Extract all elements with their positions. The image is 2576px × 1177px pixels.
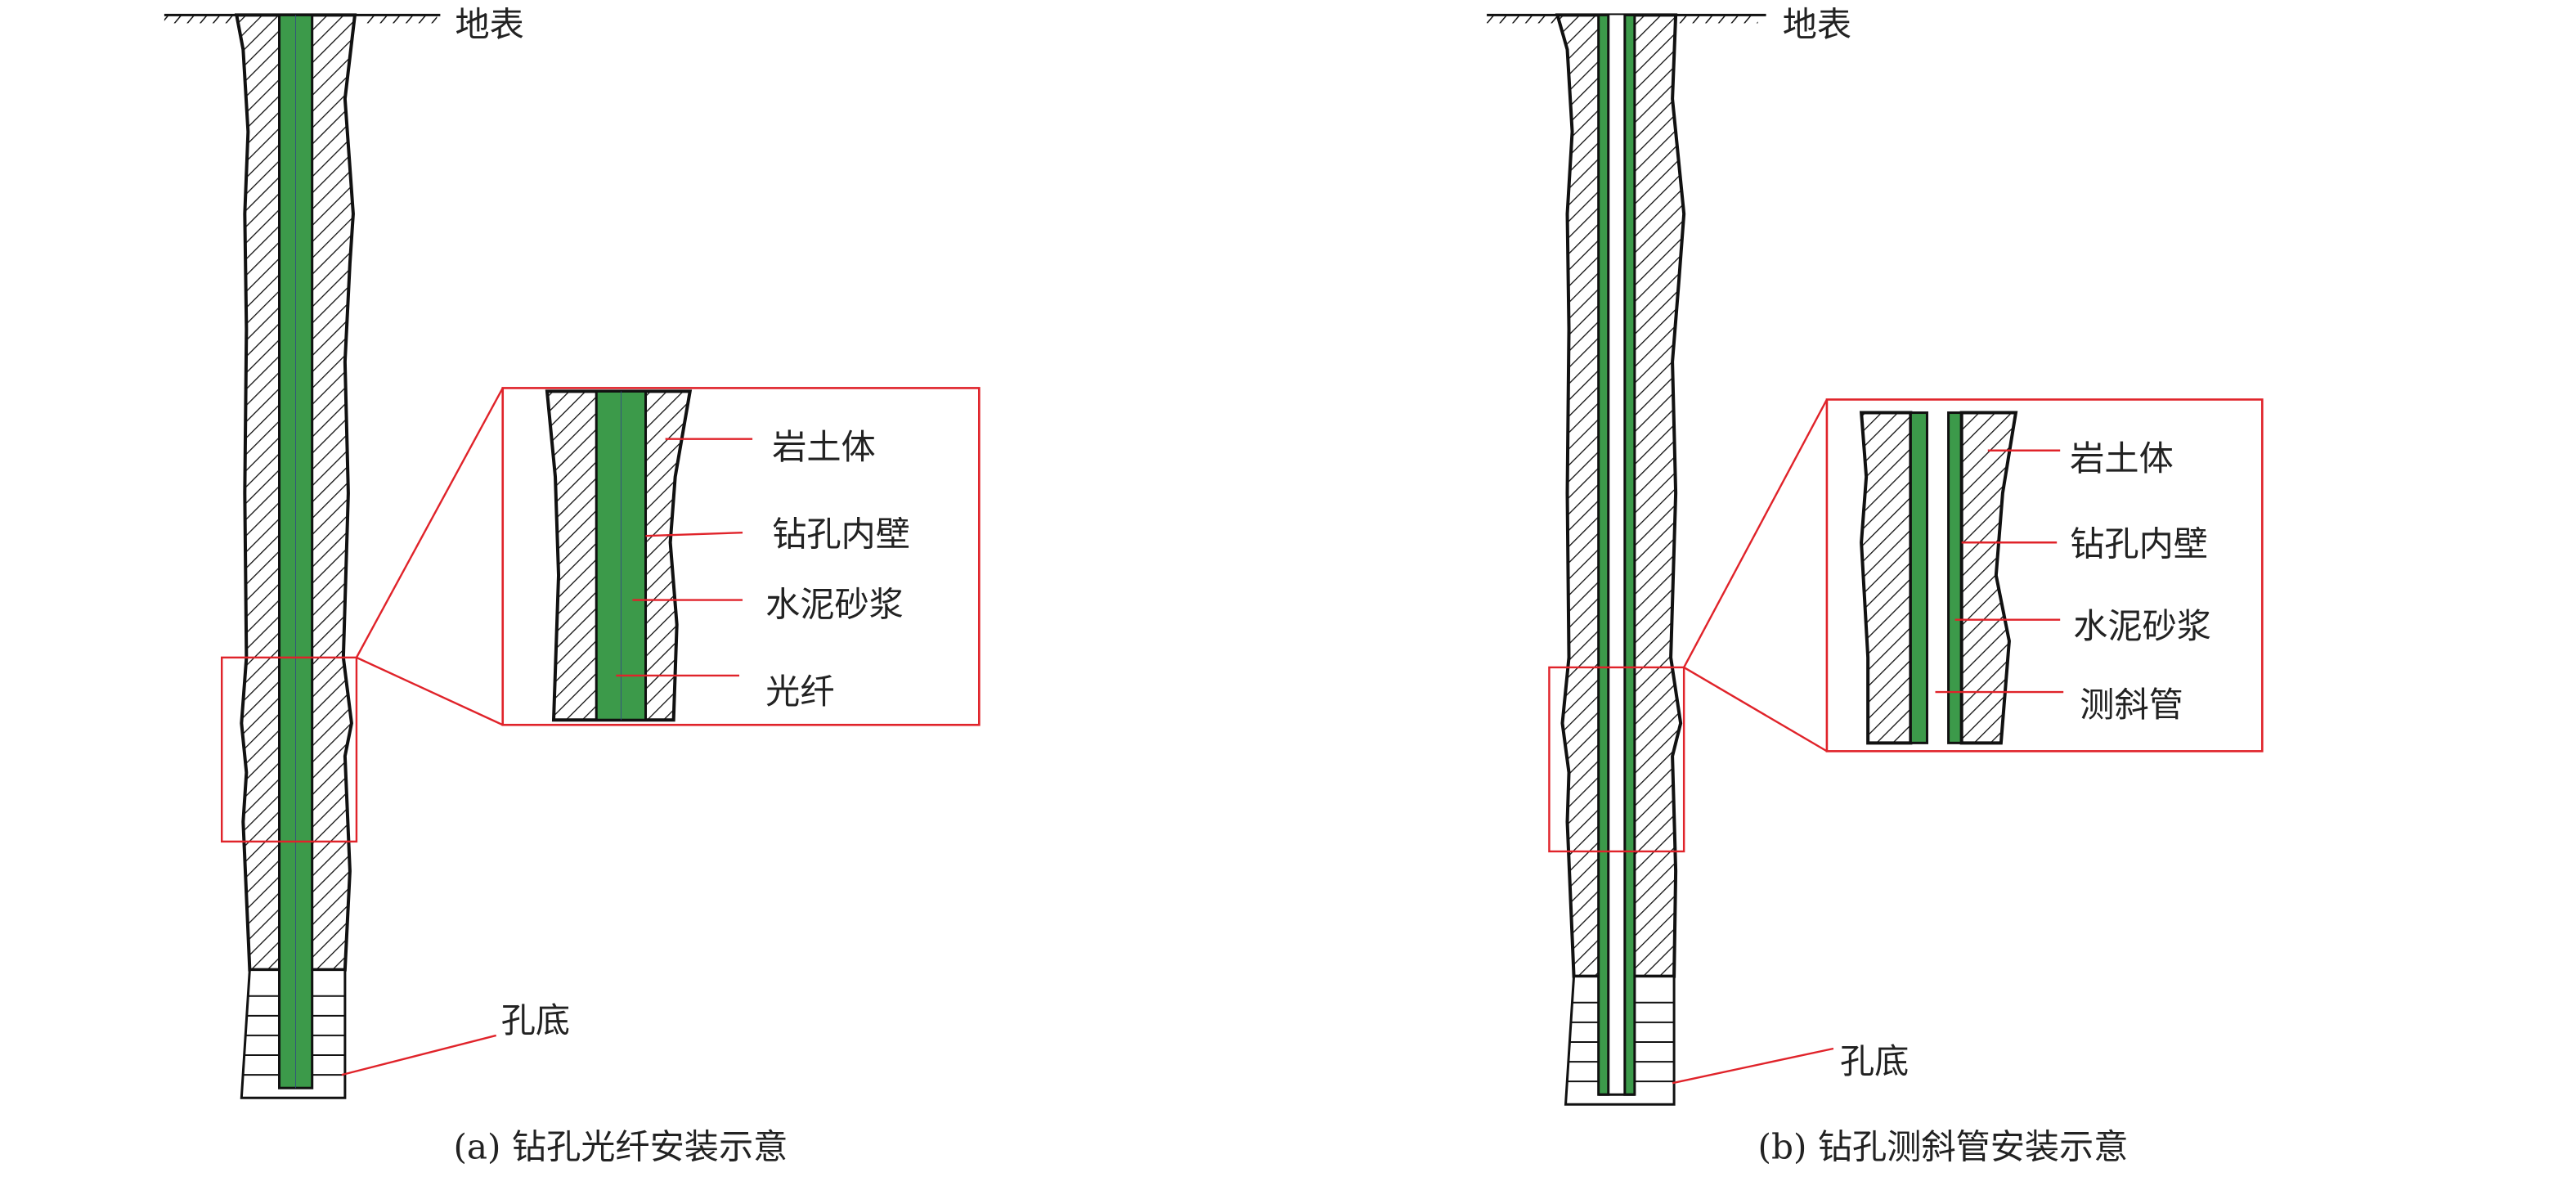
bottom-label: 孔底	[1840, 1041, 1909, 1081]
label-borehole-wall: 钻孔内壁	[2070, 523, 2208, 564]
label-inclinometer-pipe: 测斜管	[2080, 685, 2183, 725]
label-fiber: 光纤	[765, 672, 834, 712]
label-soil: 岩土体	[2070, 438, 2174, 478]
detail-inset: 岩土体 钻孔内壁 水泥砂浆 测斜管	[1825, 398, 2264, 752]
caption-b: (b) 钻孔测斜管安装示意	[1758, 1127, 2129, 1167]
ground-surface	[164, 13, 441, 24]
detail-inset: 岩土体 钻孔内壁 水泥砂浆 光纤	[501, 387, 981, 726]
panel-b: 地表 岩土体 钻孔内壁 水	[1487, 4, 2264, 1167]
zoom-region-box	[1548, 666, 1685, 853]
caption-a: (a) 钻孔光纤安装示意	[453, 1127, 788, 1167]
ground-label: 地表	[1783, 4, 1851, 44]
panel-a: 地表 岩土体 钻孔内壁 水泥砂浆 光纤	[164, 4, 981, 1167]
label-borehole-wall: 钻孔内壁	[772, 514, 910, 554]
zoom-region-box	[221, 656, 358, 843]
label-soil: 岩土体	[772, 427, 876, 467]
ground-surface	[1487, 13, 1766, 24]
inclinometer-pipe-right-wall	[1623, 13, 1636, 1096]
bottom-label: 孔底	[501, 1000, 570, 1040]
label-cement-mortar: 水泥砂浆	[2073, 606, 2211, 646]
ground-label: 地表	[455, 4, 523, 44]
inclinometer-pipe-left-wall	[1597, 13, 1610, 1096]
label-cement-mortar: 水泥砂浆	[765, 585, 904, 625]
